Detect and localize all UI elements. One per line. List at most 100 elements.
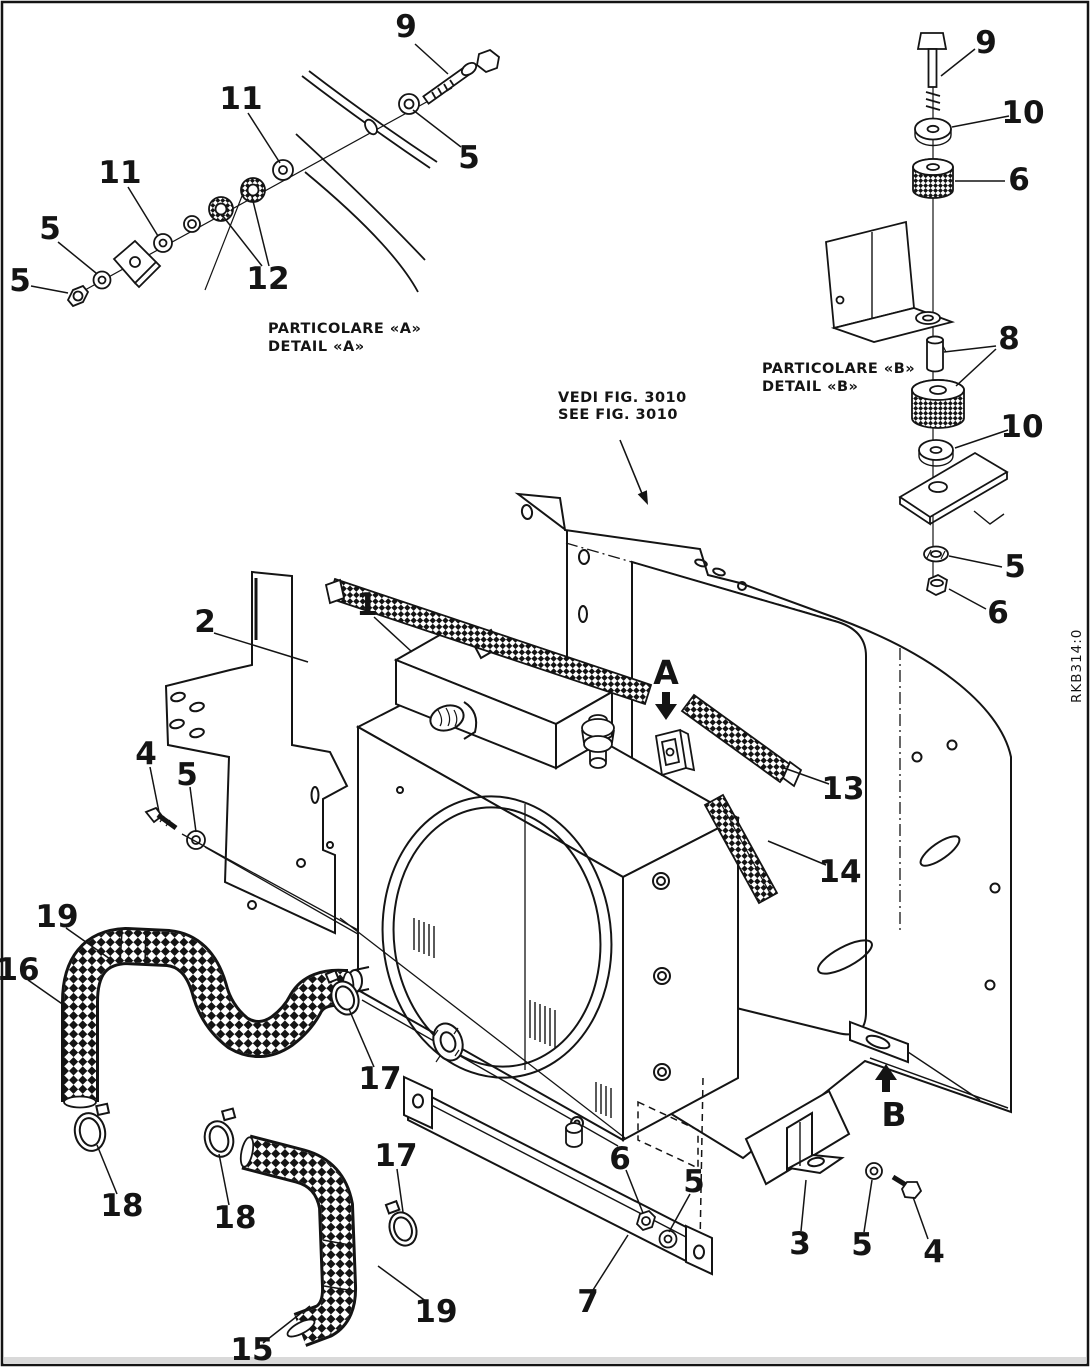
- outlet-stub: [432, 1022, 464, 1063]
- leader-line-13: [783, 767, 830, 785]
- part-callout-13-16: 13: [821, 771, 864, 807]
- leader-line-5: [30, 285, 69, 294]
- part-callout-10-8: 10: [1001, 95, 1044, 131]
- leader-line-10: [951, 115, 1010, 128]
- washer: [914, 117, 952, 147]
- part-callout-11-2: 11: [219, 81, 262, 117]
- strip-clip: [654, 728, 696, 777]
- leader-line-1: [373, 616, 413, 653]
- diagram-texts: PARTICOLARE «A» DETAIL «A» PARTICOLARE «…: [268, 321, 1085, 703]
- part-callout-2-15: 2: [194, 604, 216, 640]
- washer: [658, 1229, 678, 1249]
- view-letter-A: A: [653, 653, 679, 692]
- leader-line-5: [948, 555, 1003, 568]
- leader-line-6: [625, 1169, 644, 1214]
- nut: [925, 573, 949, 597]
- bracket-assembly: [744, 1089, 923, 1199]
- radiator-right-face: [622, 816, 739, 1142]
- part-callout-18-23: 18: [100, 1188, 143, 1224]
- seal-strips: [324, 577, 803, 905]
- lower-hose: [239, 1134, 358, 1347]
- leader-line-17: [396, 1168, 404, 1213]
- part-callout-14-17: 14: [818, 854, 861, 890]
- part-callout-3-31: 3: [789, 1226, 811, 1262]
- leader-line-9: [940, 48, 976, 77]
- rubber-grommet: [208, 196, 234, 222]
- detail-b-exploded-view: [825, 32, 1009, 597]
- part-callout-9-7: 9: [975, 25, 997, 61]
- see-fig-note-it: VEDI FIG. 3010: [558, 390, 687, 406]
- part-callout-17-22: 17: [358, 1061, 401, 1097]
- leader-line-12: [221, 214, 263, 267]
- part-callout-18-24: 18: [213, 1200, 256, 1236]
- washer: [186, 830, 206, 850]
- hidden-bracket: [637, 1100, 699, 1170]
- filler-neck: [429, 701, 478, 740]
- part-callout-5-5: 5: [9, 263, 31, 299]
- leader-line-14: [767, 840, 827, 866]
- frame-hole: [520, 504, 534, 520]
- leader-line-17: [348, 1008, 375, 1068]
- bar-stud: [565, 1122, 583, 1148]
- part-callout-19-26: 19: [414, 1294, 457, 1330]
- washer: [183, 215, 201, 233]
- leader-line-4: [149, 766, 160, 813]
- detail-b-title: PARTICOLARE «B»: [762, 361, 915, 377]
- hose-clamp: [384, 1199, 418, 1247]
- view-letter-B: B: [881, 1095, 906, 1134]
- leader-line-9: [414, 43, 449, 75]
- part-callout-5-32: 5: [851, 1227, 873, 1263]
- part-callout-7-30: 7: [577, 1284, 599, 1320]
- nut: [66, 284, 90, 308]
- washer: [865, 1162, 883, 1180]
- washer: [398, 93, 420, 115]
- seal-strip-13: [324, 577, 803, 788]
- washer: [918, 439, 954, 467]
- nut: [635, 1209, 657, 1232]
- leader-line-5: [863, 1179, 873, 1233]
- leader-line-19: [65, 927, 111, 960]
- leader-line-11: [247, 112, 281, 164]
- detail-a-subtitle: DETAIL «A»: [268, 339, 365, 355]
- leader-line-4: [912, 1196, 929, 1240]
- part-callout-11-3: 11: [98, 155, 141, 191]
- part-callout-16-21: 16: [0, 952, 40, 988]
- washer: [92, 270, 112, 290]
- leader-line-15: [262, 1305, 311, 1344]
- frame-slot: [919, 835, 961, 867]
- leader-line-5: [57, 241, 97, 274]
- retainer-plate: [898, 451, 1009, 526]
- leader-line-5: [189, 786, 197, 833]
- leader-line-5: [412, 109, 462, 148]
- rubber-mount: [911, 379, 965, 429]
- view-arrow-A-down-icon: [655, 692, 677, 720]
- leader-line-18: [218, 1153, 230, 1206]
- part-callout-5-1: 5: [458, 140, 480, 176]
- part-callout-17-25: 17: [374, 1138, 417, 1174]
- bolt: [144, 806, 178, 831]
- leader-line-6: [948, 588, 987, 610]
- part-callout-4-33: 4: [923, 1234, 945, 1270]
- part-callout-4-18: 4: [135, 736, 157, 772]
- radiator-cap: [581, 714, 615, 769]
- leader-line-16: [27, 979, 69, 1009]
- part-callout-8-10: 8: [998, 321, 1020, 357]
- leader-line-7: [592, 1234, 629, 1291]
- baffle-plate: [144, 570, 373, 943]
- spring-washer: [923, 545, 949, 563]
- leader-line-10: [954, 429, 1009, 449]
- part-callout-19-20: 19: [35, 899, 78, 935]
- scan-edge-strip: [4, 1357, 1086, 1364]
- part-callout-15-27: 15: [230, 1332, 273, 1367]
- leader-line-18: [96, 1144, 118, 1195]
- leader-line-3: [800, 1179, 807, 1232]
- radiator: [339, 626, 741, 1247]
- hose-clamp: [73, 1102, 111, 1152]
- detail-a-title: PARTICOLARE «A»: [268, 321, 421, 337]
- core-texture: [413, 918, 612, 1118]
- washer: [272, 159, 294, 181]
- hose-clamp: [203, 1107, 237, 1158]
